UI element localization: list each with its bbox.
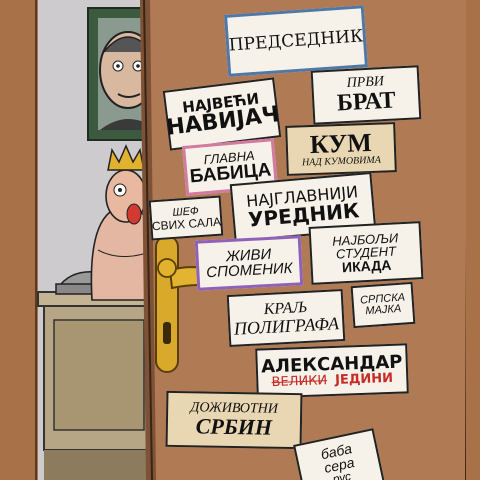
plate-kum-line1: КУМ <box>309 127 373 160</box>
door-frame-left <box>0 0 38 480</box>
plate-predsednik: ПРЕДСЕДНИК <box>224 5 368 77</box>
plate-zivi-spomenik: ЖИВИ СПОМЕНИК <box>194 235 304 291</box>
plate-sef-svih-sala-line2: СВИХ САЛА <box>151 214 222 233</box>
plate-prvi-brat: ПРВИ БРАТ <box>310 65 422 125</box>
keyhole-icon <box>163 322 171 344</box>
plate-aleksandar-correction: ЈЕДИНИ <box>334 370 394 388</box>
plate-baba-sera-line3: рус <box>331 468 353 480</box>
desk <box>37 291 165 480</box>
plate-kralj-poligrafa-line2: ПОЛИГРАФА <box>233 313 340 339</box>
plate-prvi-brat-line2: БРАТ <box>336 87 397 117</box>
plate-aleksandar-crossed: ВЕЛИКИ <box>271 372 328 390</box>
plate-srpska-majka-line2: МАЈКА <box>365 302 402 318</box>
plate-dozivotni-srbin: ДОЖИВОТНИ СРБИН <box>165 390 303 450</box>
plate-sef-svih-sala: ШЕФ СВИХ САЛА <box>148 195 224 241</box>
crowned-figure <box>90 144 159 301</box>
plate-zivi-spomenik-line2: СПОМЕНИК <box>205 259 293 282</box>
plate-kralj-poligrafa: КРАЉ ПОЛИГРАФА <box>226 289 346 347</box>
plate-najbolji-student: НАЈБОЉИ СТУДЕНТ ИКАДА <box>308 221 424 285</box>
plate-srpska-majka: СРПСКА МАЈКА <box>350 281 416 329</box>
plate-predsednik-text: ПРЕДСЕДНИК <box>228 25 364 56</box>
plate-kum: КУМ НАД КУМОВИМА <box>285 122 397 176</box>
plate-najbolji-student-line3: ИКАДА <box>341 256 392 276</box>
plate-aleksandar: АЛЕКСАНДАР ВЕЛИКИ ЈЕДИНИ <box>255 343 409 399</box>
plate-dozivotni-srbin-line2: СРБИН <box>195 413 273 440</box>
plate-kum-line2: НАД КУМОВИМА <box>301 154 382 169</box>
